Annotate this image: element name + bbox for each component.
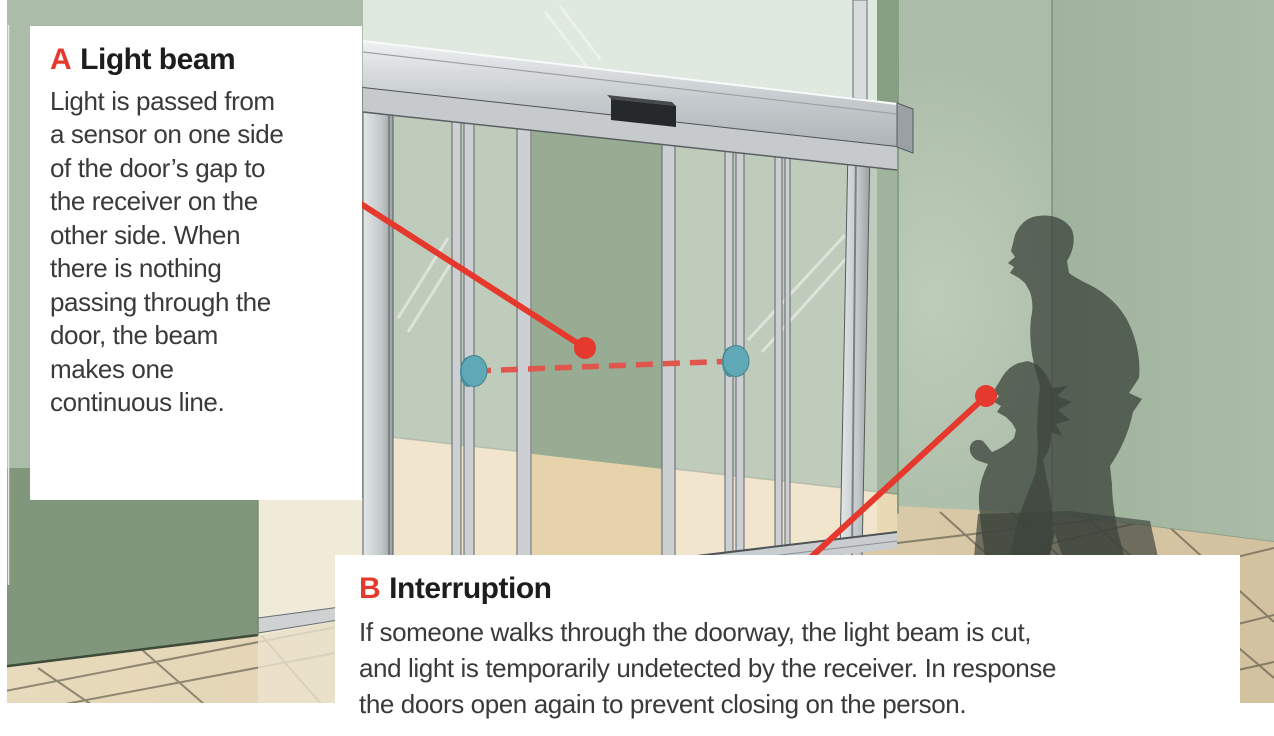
header-end-cap [896,102,914,154]
open-gap-wall [532,131,662,469]
callout-b-letter: B [359,572,381,605]
foreground-wall [0,468,258,668]
beam-sensor-right-icon [722,345,750,377]
transom-glass-reflections [543,5,603,69]
callout-a-pointer-dot [574,337,596,359]
door-header-beam [363,40,897,147]
people-shadows [969,215,1158,558]
door-post-right-shade [851,149,857,557]
callout-b-body: If someone walks through the doorway, th… [359,616,1057,719]
header-mid-line [362,51,898,115]
page-margin-left [0,0,7,736]
door-stiles [451,118,791,605]
callout-b-leader [805,385,997,563]
callout-a-title-text: Light beam [80,43,236,76]
beam-sensor-left-icon [460,355,488,387]
light-beam-dashed-line [473,358,737,374]
header-top-highlight [362,40,898,105]
glass-panel-right [662,145,877,578]
transom-glass [363,0,877,102]
track-rail-bottom-line [362,111,898,171]
callout-b-title-text: Interruption [389,572,552,605]
foreground-wall-base-line [0,633,259,669]
callout-a-leader [341,190,596,359]
callout-b-pointer-dot [975,385,997,407]
door-track-rail [363,88,897,170]
callout-a-letter: A [50,43,72,76]
girl-shadow-silhouette [969,361,1072,558]
callout-a-body: Light is passed from a sensor on one sid… [50,85,284,418]
motion-sensor-icon [607,95,676,127]
transom-frame-right [852,0,868,101]
sliding-door-unit [257,0,914,634]
